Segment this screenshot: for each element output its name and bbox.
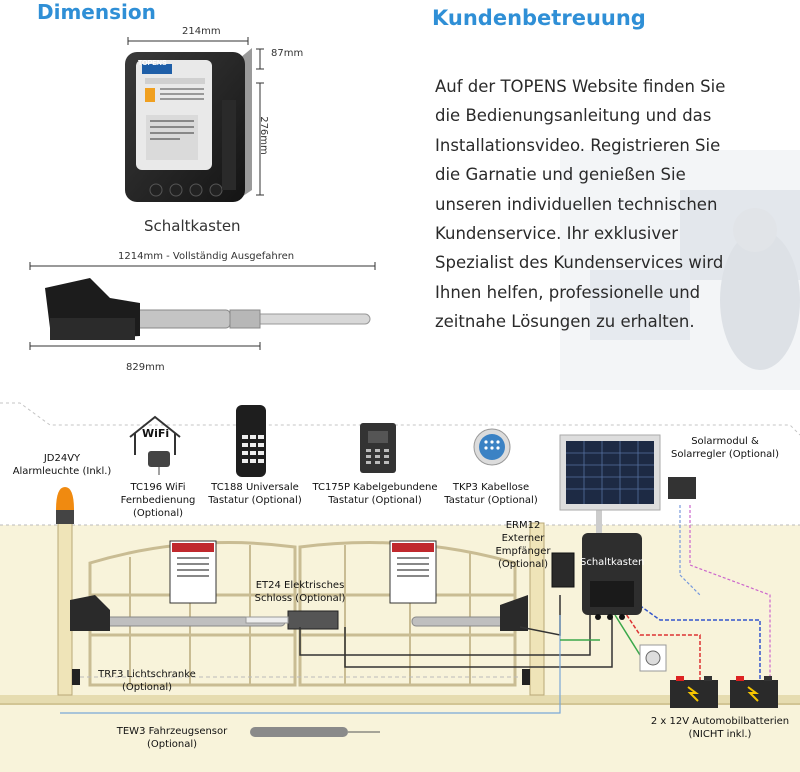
box-height-label: 276mm (257, 116, 269, 155)
keypad-wired-label: TC175P Kabelgebundene Tastatur (Optional… (310, 481, 440, 507)
label-line: (Optional) (121, 682, 173, 693)
receiver-label: ERM12 Externer Empfänger (Optional) (488, 519, 558, 571)
lock-label: ET24 Elektrisches Schloss (Optional) (240, 579, 360, 605)
label-line: TKP3 Kabellose (452, 482, 530, 493)
label-line: Externer (501, 533, 545, 544)
service-line: zeitnahe Lösungen zu erhalten. (435, 312, 695, 332)
label-line: Empfänger (495, 546, 551, 557)
label-line: TC188 Universale (211, 482, 299, 493)
actuator-retracted-label: 829mm (126, 362, 165, 373)
label-line: Alarmleuchte (Inkl.) (12, 466, 112, 477)
label-line: Solarmodul & (691, 436, 759, 447)
label-line: TEW3 Fahrzeugsensor (116, 726, 228, 737)
service-line: die Garnatie und genießen Sie (435, 165, 686, 185)
keypad-universal-label: TC188 Universale Tastatur (Optional) (200, 481, 310, 507)
control-box-brand: TOPENS (138, 60, 167, 67)
actuator-extended-label: 1214mm - Vollständig Ausgefahren (118, 251, 295, 262)
label-line: Fernbedienung (120, 495, 196, 506)
installation-diagram (0, 402, 800, 772)
label-line: ET24 Elektrisches (255, 580, 345, 591)
actuator-diagram (29, 262, 376, 350)
keypad-wireless-label: TKP3 Kabellose Tastatur (Optional) (436, 481, 546, 507)
dimension-title: Dimension (37, 0, 156, 24)
service-line: Installationsvideo. Registrieren Sie (435, 135, 721, 155)
label-line: ERM12 (505, 520, 541, 531)
box-depth-label: 87mm (271, 48, 304, 59)
service-text: Auf der TOPENS Website finden Sie die Be… (435, 72, 725, 337)
service-line: Ihnen helfen, professionelle und (435, 282, 701, 302)
label-line: Tastatur (Optional) (328, 495, 422, 506)
label-line: Tastatur (Optional) (208, 495, 302, 506)
photocell-label: TRF3 Lichtschranke (Optional) (92, 668, 202, 694)
service-line: Spezialist des Kundenservices wird (435, 253, 724, 273)
label-line: (Optional) (132, 508, 184, 519)
label-line: TRF3 Lichtschranke (98, 669, 196, 680)
label-line: 2 x 12V Automobilbatterien (650, 716, 790, 727)
service-title: Kundenbetreuung (432, 6, 646, 30)
service-line: unseren individuellen technischen (435, 194, 718, 214)
service-line: Auf der TOPENS Website finden Sie (435, 77, 726, 96)
label-line: (NICHT inkl.) (688, 729, 752, 740)
vehicle-sensor-label: TEW3 Fahrzeugsensor (Optional) (112, 725, 232, 751)
box-dimension-lines (127, 37, 264, 196)
label-line: (Optional) (146, 739, 198, 750)
label-line: TC175P Kabelgebundene (312, 482, 438, 493)
label-line: TC196 WiFi (130, 482, 186, 493)
solar-label: Solarmodul & Solarregler (Optional) (660, 435, 790, 461)
box-width-label: 214mm (182, 26, 221, 37)
wifi-icon-text: WiFi (142, 427, 170, 440)
diagram-control-box-label: Schaltkasten (580, 557, 644, 568)
service-line: Kundenservice. Ihr exklusiver (435, 224, 679, 244)
label-line: JD24VY (43, 453, 81, 464)
control-box-caption: Schaltkasten (144, 217, 241, 235)
wifi-remote-label: TC196 WiFi Fernbedienung (Optional) (108, 481, 208, 520)
label-line: (Optional) (497, 559, 549, 570)
label-line: Solarregler (Optional) (670, 449, 779, 460)
batteries-label: 2 x 12V Automobilbatterien (NICHT inkl.) (640, 715, 800, 741)
office-background (560, 150, 800, 390)
label-line: Tastatur (Optional) (444, 495, 538, 506)
alarm-light-label: JD24VY Alarmleuchte (Inkl.) (12, 452, 112, 478)
label-line: Schloss (Optional) (254, 593, 346, 604)
service-line: die Bedienungsanleitung und das (435, 106, 712, 126)
control-box-image (125, 48, 252, 202)
